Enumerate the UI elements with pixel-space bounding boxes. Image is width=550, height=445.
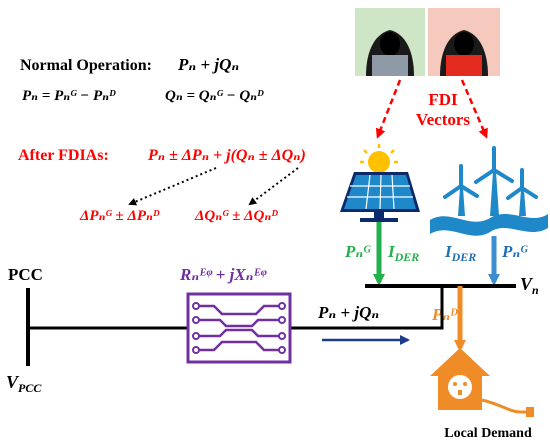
fdi-label: FDI <box>428 90 458 109</box>
line-bus-to-impedance <box>290 286 444 330</box>
pn-equation: Pₙ = Pₙᴳ − Pₙᴰ <box>22 88 116 104</box>
wind-wave-icon <box>430 214 548 236</box>
fdi-arrow-wind <box>460 79 488 139</box>
laptop-red-icon <box>446 55 482 76</box>
pv-power-label: Pₙᴳ <box>344 242 371 261</box>
sun-icon <box>368 151 390 173</box>
after-fdia-block: After FDIAs: Pₙ ± ΔPₙ + j(Qₙ ± ΔQₙ) ΔPₙᴳ… <box>18 147 306 224</box>
delta-p-expr: ΔPₙᴳ ± ΔPₙᴰ <box>79 208 160 224</box>
delta-q-arrow <box>248 167 299 206</box>
local-demand-house-icon <box>430 348 534 417</box>
after-fdia-expr: Pₙ ± ΔPₙ + j(Qₙ ± ΔQₙ) <box>147 147 306 164</box>
vpcc-label: VPCC <box>6 372 42 395</box>
laptop-grey-icon <box>372 55 408 76</box>
power-flow-label: Pₙ + jQₙ <box>317 303 379 322</box>
local-demand-label: Local Demand <box>444 426 532 441</box>
fdi-vectors-label: Vectors <box>416 110 471 129</box>
solar-panel-icon <box>340 144 420 222</box>
hacker-red-face-icon <box>454 32 474 56</box>
normal-operation-block: Normal Operation: Pₙ + jQₙ Pₙ = Pₙᴳ − Pₙ… <box>20 55 264 104</box>
after-fdia-title: After FDIAs: <box>18 147 109 164</box>
qn-equation: Qₙ = Qₙᴳ − Qₙᴰ <box>165 88 264 104</box>
hacker-red <box>428 8 500 76</box>
hacker-green <box>355 8 425 76</box>
wind-power-label: Pₙᴳ <box>501 242 528 261</box>
delta-q-expr: ΔQₙᴳ ± ΔQₙᴰ <box>194 208 278 224</box>
hacker-green-face-icon <box>380 32 400 56</box>
delta-p-arrow <box>128 167 217 206</box>
normal-operation-expr: Pₙ + jQₙ <box>177 55 239 74</box>
fdi-arrow-pv <box>375 79 402 139</box>
pv-current-label: IDER <box>387 242 419 264</box>
impedance-label: Rₙᴱᵠ + jXₙᴱᵠ <box>179 265 267 284</box>
impedance-circuit-icon <box>186 292 292 364</box>
normal-operation-title: Normal Operation: <box>20 57 152 74</box>
wind-turbine-icon <box>430 146 548 236</box>
wind-current-label: IDER <box>444 242 476 264</box>
vn-label: Vn <box>520 274 539 297</box>
pcc-label: PCC <box>8 265 43 284</box>
demand-power-label: Pₙᴰ <box>431 305 458 324</box>
